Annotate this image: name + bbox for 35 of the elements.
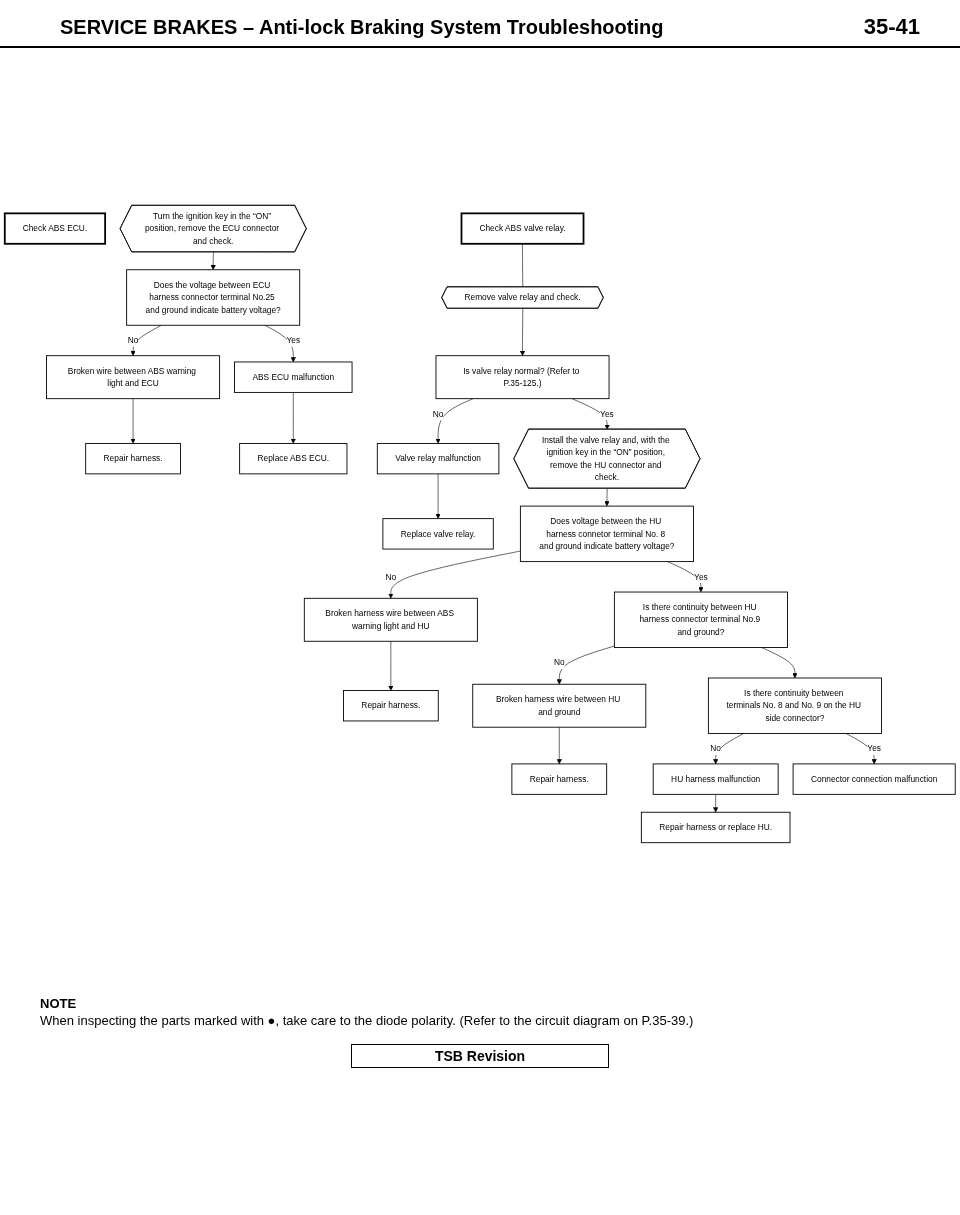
node-box: HU harness malfunction — [652, 763, 779, 795]
node-box: Is valve relay normal? (Refer to P.35-125.) — [435, 355, 610, 400]
node-box: Is there continuity between terminals No. 8 and No. 9 on the HU side connector? — [707, 677, 882, 734]
node-box: Valve relay malfunction — [376, 443, 500, 475]
edge-label: Yes — [286, 335, 301, 345]
edge-label: No — [432, 408, 444, 419]
node-box: Broken wire between ABS warning light and ECU — [46, 355, 221, 400]
node-box: Connector connection malfunction — [792, 763, 956, 795]
node-box: Repair harness or replace HU. — [640, 811, 791, 844]
node-box: Broken harness wire between ABS warning light and HU — [303, 597, 478, 642]
node-box: Does the voltage between ECU harness connector terminal No.25 and ground indicate battery voltage? — [126, 269, 301, 326]
node-box: Check ABS valve relay. — [460, 212, 585, 245]
node-box: Repair harness. — [85, 443, 181, 475]
revision-box: TSB Revision — [351, 1044, 609, 1068]
edge-label: Yes — [867, 743, 881, 754]
note-heading: NOTE — [39, 996, 78, 1011]
node-box: Check ABS ECU. — [3, 212, 107, 245]
node-box: Repair harness. — [511, 763, 608, 795]
node-box: Broken harness wire between HU and ground — [472, 683, 647, 728]
node-box: Repair harness. — [343, 690, 439, 722]
node-box: Is there continuity between HU harness connector terminal No.9 and ground? — [613, 591, 788, 648]
page-number: 35-41 — [863, 14, 920, 40]
connector — [522, 243, 524, 288]
edge-label: No — [385, 571, 397, 582]
edge-label: No — [127, 335, 139, 345]
note-text: When inspecting the parts marked with ●, take care to the diode polarity. (Refer to the circuit diagram on P.35-39.) — [39, 1013, 695, 1028]
node-box: Replace valve relay. — [382, 518, 494, 550]
edge-label: No — [710, 743, 722, 754]
edge-label: Yes — [694, 571, 708, 582]
node-box: Does voltage between the HU harness connetor terminal No. 8 and ground indicate battery voltage? — [519, 505, 694, 563]
edge-label: No — [553, 657, 565, 668]
page-title: SERVICE BRAKES – Anti-lock Braking System Troubleshooting — [60, 16, 664, 39]
node-box: Replace ABS ECU. — [239, 443, 348, 475]
node-box: ABS ECU malfunction — [234, 361, 353, 393]
edge-label: Yes — [600, 408, 614, 419]
